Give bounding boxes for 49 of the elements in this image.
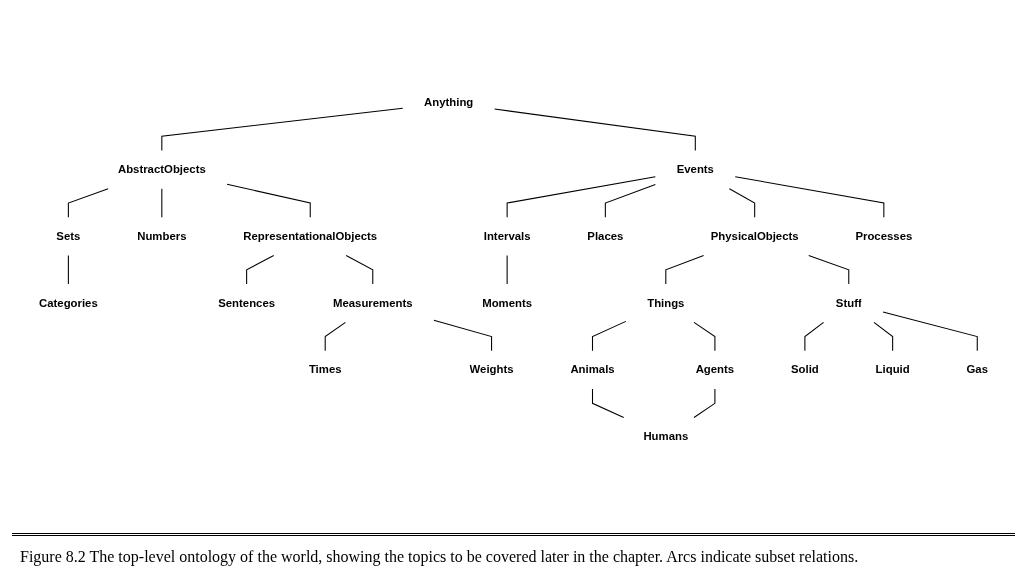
node-text: Processes xyxy=(855,229,913,242)
connector xyxy=(246,254,275,285)
connector xyxy=(345,254,374,285)
node-text: Gas xyxy=(966,363,988,376)
node-text: Agents xyxy=(695,363,735,376)
connector xyxy=(604,183,656,218)
node-text: Stuff xyxy=(835,296,862,309)
connector xyxy=(506,254,508,285)
node-text: Anything xyxy=(424,95,474,109)
connector xyxy=(591,388,625,418)
connector xyxy=(67,254,69,285)
node-text: Measurements xyxy=(332,296,413,309)
node-text: AbstractObjects xyxy=(117,162,206,175)
node-text: Places xyxy=(587,229,624,242)
connector xyxy=(665,254,705,285)
node-text: Intervals xyxy=(483,229,531,242)
connector xyxy=(734,175,885,218)
connector xyxy=(506,175,656,218)
node-text: Sets xyxy=(56,229,81,242)
connector xyxy=(161,187,163,218)
connector xyxy=(591,320,627,351)
node-text: Sentences xyxy=(218,296,276,309)
connector xyxy=(67,187,109,218)
connector xyxy=(324,321,346,351)
connector xyxy=(728,187,756,218)
node-text: PhysicalObjects xyxy=(710,229,799,242)
node-text: Humans xyxy=(643,429,689,442)
node-text: Liquid xyxy=(875,363,910,376)
node-text: Moments xyxy=(482,296,533,309)
node-text: Events xyxy=(676,162,714,175)
node-text: RepresentationalObjects xyxy=(243,229,378,242)
node-text: Weights xyxy=(469,363,514,376)
figure-caption: Figure 8.2 The top-level ontology of the world, showing the topics to be covered later in the chapter. Arcs indicate subset relations. xyxy=(19,546,860,568)
connector xyxy=(808,254,850,285)
node-text: Categories xyxy=(39,296,98,309)
connector xyxy=(226,183,311,218)
connector xyxy=(804,321,825,351)
connector xyxy=(433,319,493,351)
connector xyxy=(873,321,894,351)
node-text: Solid xyxy=(790,363,819,376)
node-text: Numbers xyxy=(137,229,187,242)
connector xyxy=(882,311,978,351)
node-text: Animals xyxy=(570,363,615,376)
connector xyxy=(161,107,404,151)
node-text: Things xyxy=(647,296,685,309)
connector xyxy=(693,388,716,418)
node-text: Times xyxy=(308,363,342,376)
connector xyxy=(494,108,696,151)
connector xyxy=(693,321,716,351)
